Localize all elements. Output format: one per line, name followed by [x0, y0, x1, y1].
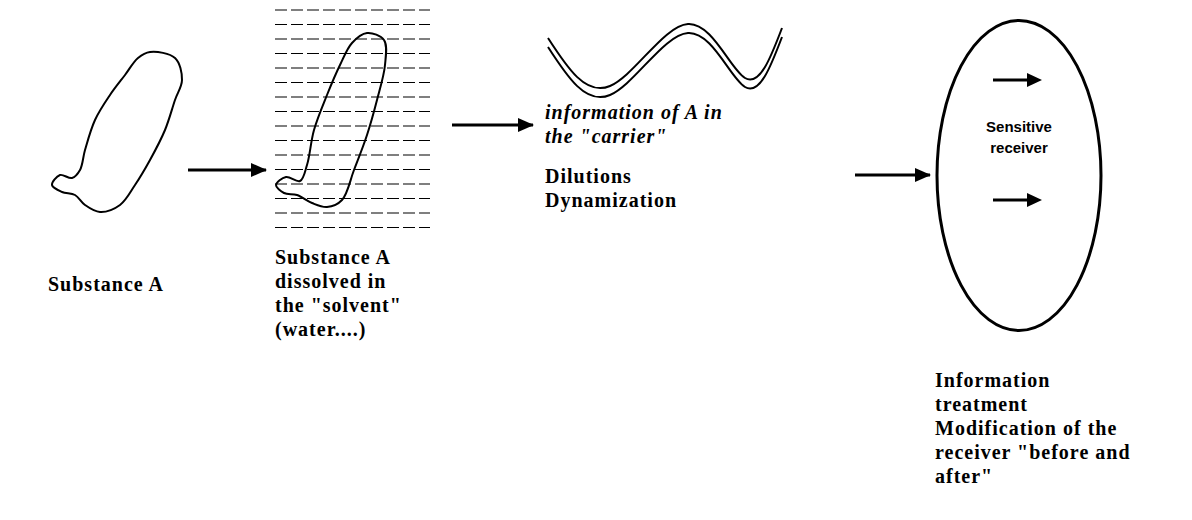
solution-figure: Substance A dissolved in the "solvent" (…: [272, 5, 432, 233]
flow-arrow: [188, 169, 266, 172]
carrier-wave: information of A in the "carrier"Dilutio…: [545, 16, 785, 100]
caption-text: Substance A dissolved in the "solvent" (…: [275, 245, 420, 341]
node-label: Sensitive receiver: [969, 116, 1069, 158]
solvent-line: [275, 227, 430, 228]
solvent-line: [275, 111, 430, 112]
solvent-lines: [275, 10, 430, 228]
inner-arrowhead: [1027, 193, 1042, 207]
solvent-line: [275, 198, 430, 199]
caption-text: Substance A: [48, 272, 193, 296]
substance-figure: Substance A: [48, 52, 184, 214]
flow-arrow: [452, 124, 533, 127]
flow-arrow: [855, 174, 930, 177]
substance-outline: [52, 52, 182, 212]
wave-line: [548, 33, 782, 97]
solvent-line: [275, 183, 430, 184]
inner-arrow: [993, 199, 1029, 202]
solvent-line: [275, 169, 430, 170]
receiver-ellipse: Sensitive receiverInformation treatment …: [935, 18, 1103, 333]
caption-text: Dilutions Dynamization: [545, 164, 705, 212]
dissolved-substance: [276, 33, 386, 207]
solvent-line: [275, 140, 430, 141]
solvent-line: [275, 82, 430, 83]
receiver-outline: [937, 21, 1101, 331]
solvent-line: [275, 212, 430, 213]
caption-text: information of A in the "carrier": [545, 100, 725, 148]
solvent-line: [275, 154, 430, 155]
shape-outline: [48, 52, 184, 214]
solvent-line: [275, 38, 430, 39]
solvent-line: [275, 125, 430, 126]
solvent-line: [275, 24, 430, 25]
inner-arrowhead: [1027, 73, 1042, 87]
shape-outline: [935, 18, 1103, 333]
solvent-line: [275, 67, 430, 68]
shape-outline: [272, 5, 432, 233]
inner-arrow: [993, 79, 1029, 82]
solvent-line: [275, 96, 430, 97]
shape-outline: [545, 16, 785, 100]
solvent-line: [275, 9, 430, 10]
caption-text: Information treatment Modification of th…: [935, 368, 1145, 488]
wave-line: [548, 24, 782, 88]
solvent-line: [275, 53, 430, 54]
